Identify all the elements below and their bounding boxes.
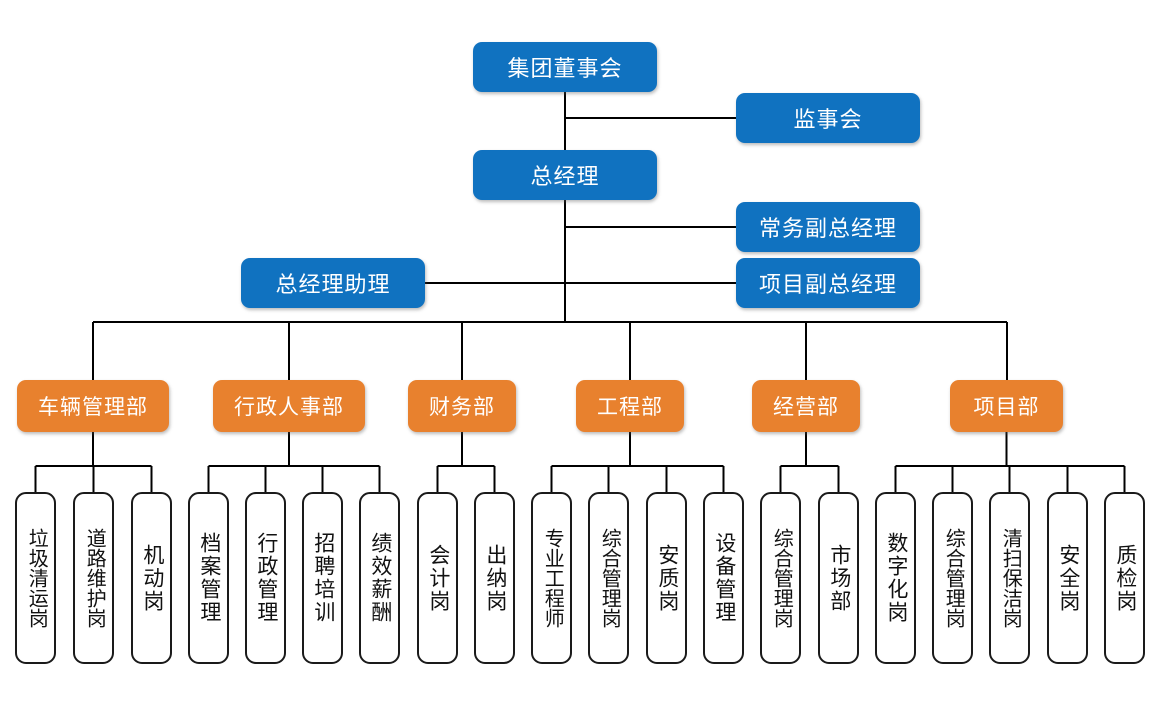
position-node-records-management[interactable]: 档案管理 xyxy=(188,492,229,664)
position-node-proj-general-mgmt[interactable]: 综合管理岗 xyxy=(932,492,973,664)
position-node-accounting[interactable]: 会计岗 xyxy=(417,492,458,664)
node-label: 市场部 xyxy=(827,543,851,613)
position-node-recruit-training[interactable]: 招聘培训 xyxy=(302,492,343,664)
position-node-admin-management[interactable]: 行政管理 xyxy=(245,492,286,664)
node-label: 工程部 xyxy=(597,396,663,419)
node-label: 数字化岗 xyxy=(884,532,908,624)
node-label: 常务副总经理 xyxy=(758,216,897,241)
position-node-marketing[interactable]: 市场部 xyxy=(818,492,859,664)
node-label: 档案管理 xyxy=(197,532,221,624)
node-label: 招聘培训 xyxy=(311,532,335,624)
node-label: 经营部 xyxy=(773,396,839,419)
department-node-engineering[interactable]: 工程部 xyxy=(576,380,684,432)
position-node-vehicle-operator[interactable]: 机动岗 xyxy=(131,492,172,664)
node-label: 综合管理岗 xyxy=(942,528,965,628)
node-label: 行政人事部 xyxy=(234,396,344,419)
node-label: 安质岗 xyxy=(655,543,679,613)
department-node-admin-hr[interactable]: 行政人事部 xyxy=(213,380,365,432)
position-node-equipment-management[interactable]: 设备管理 xyxy=(703,492,744,664)
node-label: 综合管理岗 xyxy=(598,528,621,628)
executive-node-general-manager[interactable]: 总经理 xyxy=(473,150,657,200)
position-node-digitalization[interactable]: 数字化岗 xyxy=(875,492,916,664)
node-label: 项目副总经理 xyxy=(758,272,897,297)
position-node-professional-engineer[interactable]: 专业工程师 xyxy=(531,492,572,664)
node-label: 质检岗 xyxy=(1113,543,1137,613)
node-label: 财务部 xyxy=(429,396,495,419)
node-label: 车辆管理部 xyxy=(38,396,148,419)
node-label: 综合管理岗 xyxy=(770,528,793,628)
executive-node-gm-assistant[interactable]: 总经理助理 xyxy=(241,258,425,308)
node-label: 垃圾清运岗 xyxy=(25,528,48,628)
node-label: 会计岗 xyxy=(426,543,450,613)
node-label: 设备管理 xyxy=(712,532,736,624)
position-node-quality-inspection[interactable]: 质检岗 xyxy=(1104,492,1145,664)
node-label: 行政管理 xyxy=(254,532,278,624)
node-label: 清扫保洁岗 xyxy=(999,528,1022,628)
position-node-safety-quality[interactable]: 安质岗 xyxy=(646,492,687,664)
position-node-waste-transport[interactable]: 垃圾清运岗 xyxy=(15,492,56,664)
node-label: 总经理助理 xyxy=(275,272,391,297)
executive-node-project-vice-gm[interactable]: 项目副总经理 xyxy=(736,258,920,308)
node-label: 绩效薪酬 xyxy=(368,532,392,624)
position-node-performance-pay[interactable]: 绩效薪酬 xyxy=(359,492,400,664)
node-label: 项目部 xyxy=(973,396,1040,419)
position-node-ops-general-mgmt[interactable]: 综合管理岗 xyxy=(760,492,801,664)
node-label: 安全岗 xyxy=(1056,543,1080,613)
department-node-vehicle-management[interactable]: 车辆管理部 xyxy=(17,380,169,432)
position-node-cleaning[interactable]: 清扫保洁岗 xyxy=(989,492,1030,664)
executive-node-supervisory[interactable]: 监事会 xyxy=(736,93,920,143)
department-node-project[interactable]: 项目部 xyxy=(950,380,1063,432)
executive-node-board[interactable]: 集团董事会 xyxy=(473,42,657,92)
node-label: 集团董事会 xyxy=(507,56,623,81)
position-node-eng-general-mgmt[interactable]: 综合管理岗 xyxy=(588,492,629,664)
department-node-operations[interactable]: 经营部 xyxy=(752,380,860,432)
position-node-safety[interactable]: 安全岗 xyxy=(1047,492,1088,664)
node-label: 监事会 xyxy=(793,107,863,132)
node-label: 出纳岗 xyxy=(483,543,507,613)
executive-node-exec-vice-gm[interactable]: 常务副总经理 xyxy=(736,202,920,252)
node-label: 总经理 xyxy=(530,164,600,189)
node-label: 专业工程师 xyxy=(541,528,564,628)
node-label: 道路维护岗 xyxy=(83,528,106,628)
node-label: 机动岗 xyxy=(140,543,164,613)
position-node-road-maintenance[interactable]: 道路维护岗 xyxy=(73,492,114,664)
department-node-finance[interactable]: 财务部 xyxy=(408,380,516,432)
position-node-cashier[interactable]: 出纳岗 xyxy=(474,492,515,664)
